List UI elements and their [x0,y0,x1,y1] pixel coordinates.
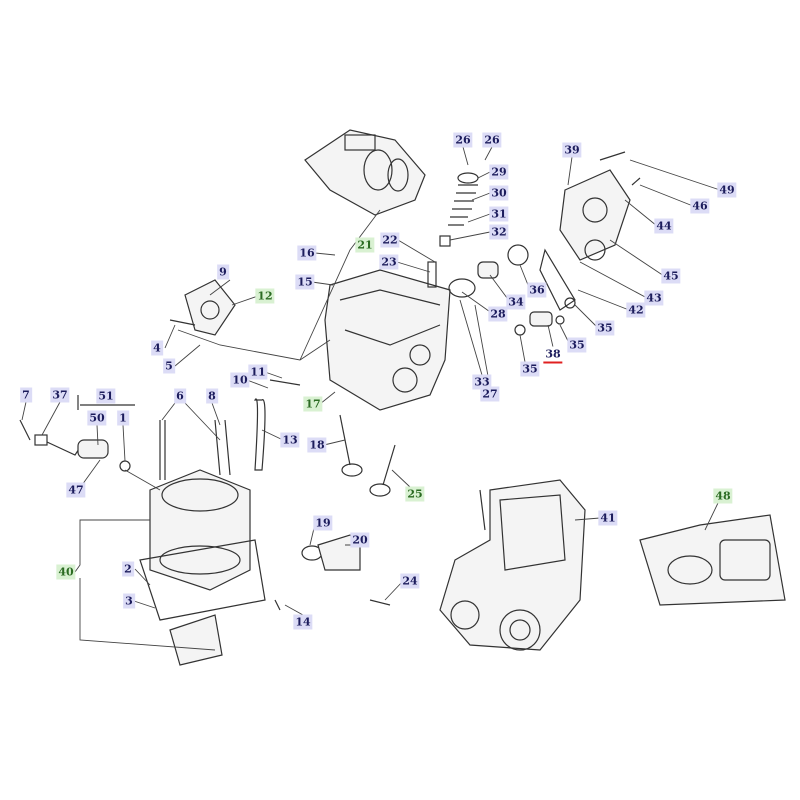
part-label: 7 [20,387,32,403]
part-label: 39 [562,142,582,158]
part-label: 5 [163,358,175,374]
group-label: 25 [405,486,425,502]
group-label: 12 [255,288,275,304]
valve-spring-part [427,172,479,288]
gasket-kit-part [639,514,786,606]
part-label: 41 [598,510,618,526]
group-label: 21 [355,237,375,253]
head-cover-part [304,129,426,216]
part-label: 18 [307,437,327,453]
part-label: 28 [488,306,508,322]
tube-part [254,398,266,471]
part-label: 35 [567,337,587,353]
part-label: 35 [595,320,615,336]
actuator-part [19,395,135,472]
part-label: 33 [472,374,492,390]
part-label: 8 [206,388,218,404]
part-label: 37 [50,387,70,403]
outlet-elbow-part [274,534,391,611]
part-label: 27 [480,386,500,402]
part-label: 35 [520,361,540,377]
engine-assembly-part [439,479,586,651]
part-label: 13 [280,432,300,448]
part-label: 30 [489,185,509,201]
part-label: 2 [122,561,134,577]
part-label: 1 [117,410,129,426]
part-label: 32 [489,224,509,240]
part-label: 47 [66,482,86,498]
part-label: 31 [489,206,509,222]
part-label: 44 [654,218,674,234]
part-label: 19 [313,515,333,531]
group-label: 40 [56,564,76,580]
part-label: 36 [527,282,547,298]
part-label: 16 [297,245,317,261]
part-label: 14 [293,614,313,630]
intake-manifold-part [169,279,236,336]
part-label: 42 [626,302,646,318]
part-label: 45 [661,268,681,284]
part-label: 24 [400,573,420,589]
part-label: 15 [295,274,315,290]
part-label: 34 [506,294,526,310]
part-label: 43 [644,290,664,306]
part-label: 6 [174,388,186,404]
part-label: 3 [123,593,135,609]
cylinder-part [139,469,266,666]
part-label: 51 [96,388,116,404]
part-label: 49 [717,182,737,198]
cylinder-head-part [324,269,451,411]
pump-housing-part [539,151,641,311]
part-label: 11 [248,364,268,380]
part-label: 10 [230,372,250,388]
part-label: 50 [87,410,107,426]
part-label: 23 [379,254,399,270]
part-label: 20 [350,532,370,548]
leader-lines [21,146,721,651]
group-label: 17 [303,396,323,412]
part-label: 26 [482,132,502,148]
group-label: 48 [713,488,733,504]
part-label: 9 [217,264,229,280]
part-label: 22 [380,232,400,248]
rocker-parts [448,244,576,336]
part-label: 29 [489,164,509,180]
part-label: 46 [690,198,710,214]
valve-parts [339,414,396,497]
part-label: 26 [453,132,473,148]
part-label: 4 [151,340,163,356]
highlighted-part-label: 38 [543,346,563,364]
stud-parts [159,379,301,480]
